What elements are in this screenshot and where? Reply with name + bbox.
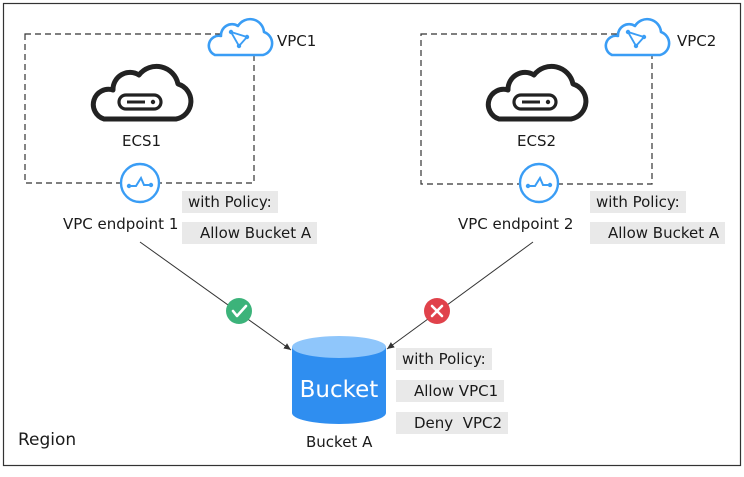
arrow-vpc1-to-bucket <box>139 241 292 351</box>
vpc-endpoint1-label: VPC endpoint 1 <box>63 215 179 233</box>
bucket-name-label: Bucket A <box>306 433 373 451</box>
vpc1-label: VPC1 <box>277 32 317 50</box>
bucket-policy-title: with Policy: <box>396 348 492 370</box>
vpc2-cloud-icon <box>604 17 671 57</box>
vpc1-policy-rule: Allow Bucket A <box>182 222 318 244</box>
arrow-vpc2-to-bucket <box>386 241 534 350</box>
region-frame <box>2 2 742 467</box>
region-label: Region <box>18 430 77 450</box>
bucket-icon <box>292 336 386 424</box>
bucket-policy-rule-deny: Deny VPC2 <box>396 412 509 434</box>
bucket-icon-text: Bucket <box>300 377 379 403</box>
vpc-endpoint1-icon <box>119 162 161 204</box>
vpc1-policy-title: with Policy: <box>182 191 278 213</box>
check-icon <box>226 298 252 324</box>
ecs2-label: ECS2 <box>517 132 557 150</box>
ecs1-label: ECS1 <box>122 132 162 150</box>
vpc-endpoint2-icon <box>518 162 560 204</box>
close-icon <box>424 298 450 324</box>
vpc2-policy-rule: Allow Bucket A <box>590 222 726 244</box>
vpc2-frame <box>420 33 653 185</box>
vpc1-cloud-icon <box>207 17 274 57</box>
bucket-policy-rule-allow: Allow VPC1 <box>396 380 505 402</box>
vpc2-policy-title: with Policy: <box>590 191 686 213</box>
vpc2-label: VPC2 <box>677 32 717 50</box>
ecs1-server-icon <box>90 63 194 122</box>
ecs2-server-icon <box>485 63 589 122</box>
vpc-endpoint2-label: VPC endpoint 2 <box>458 215 574 233</box>
